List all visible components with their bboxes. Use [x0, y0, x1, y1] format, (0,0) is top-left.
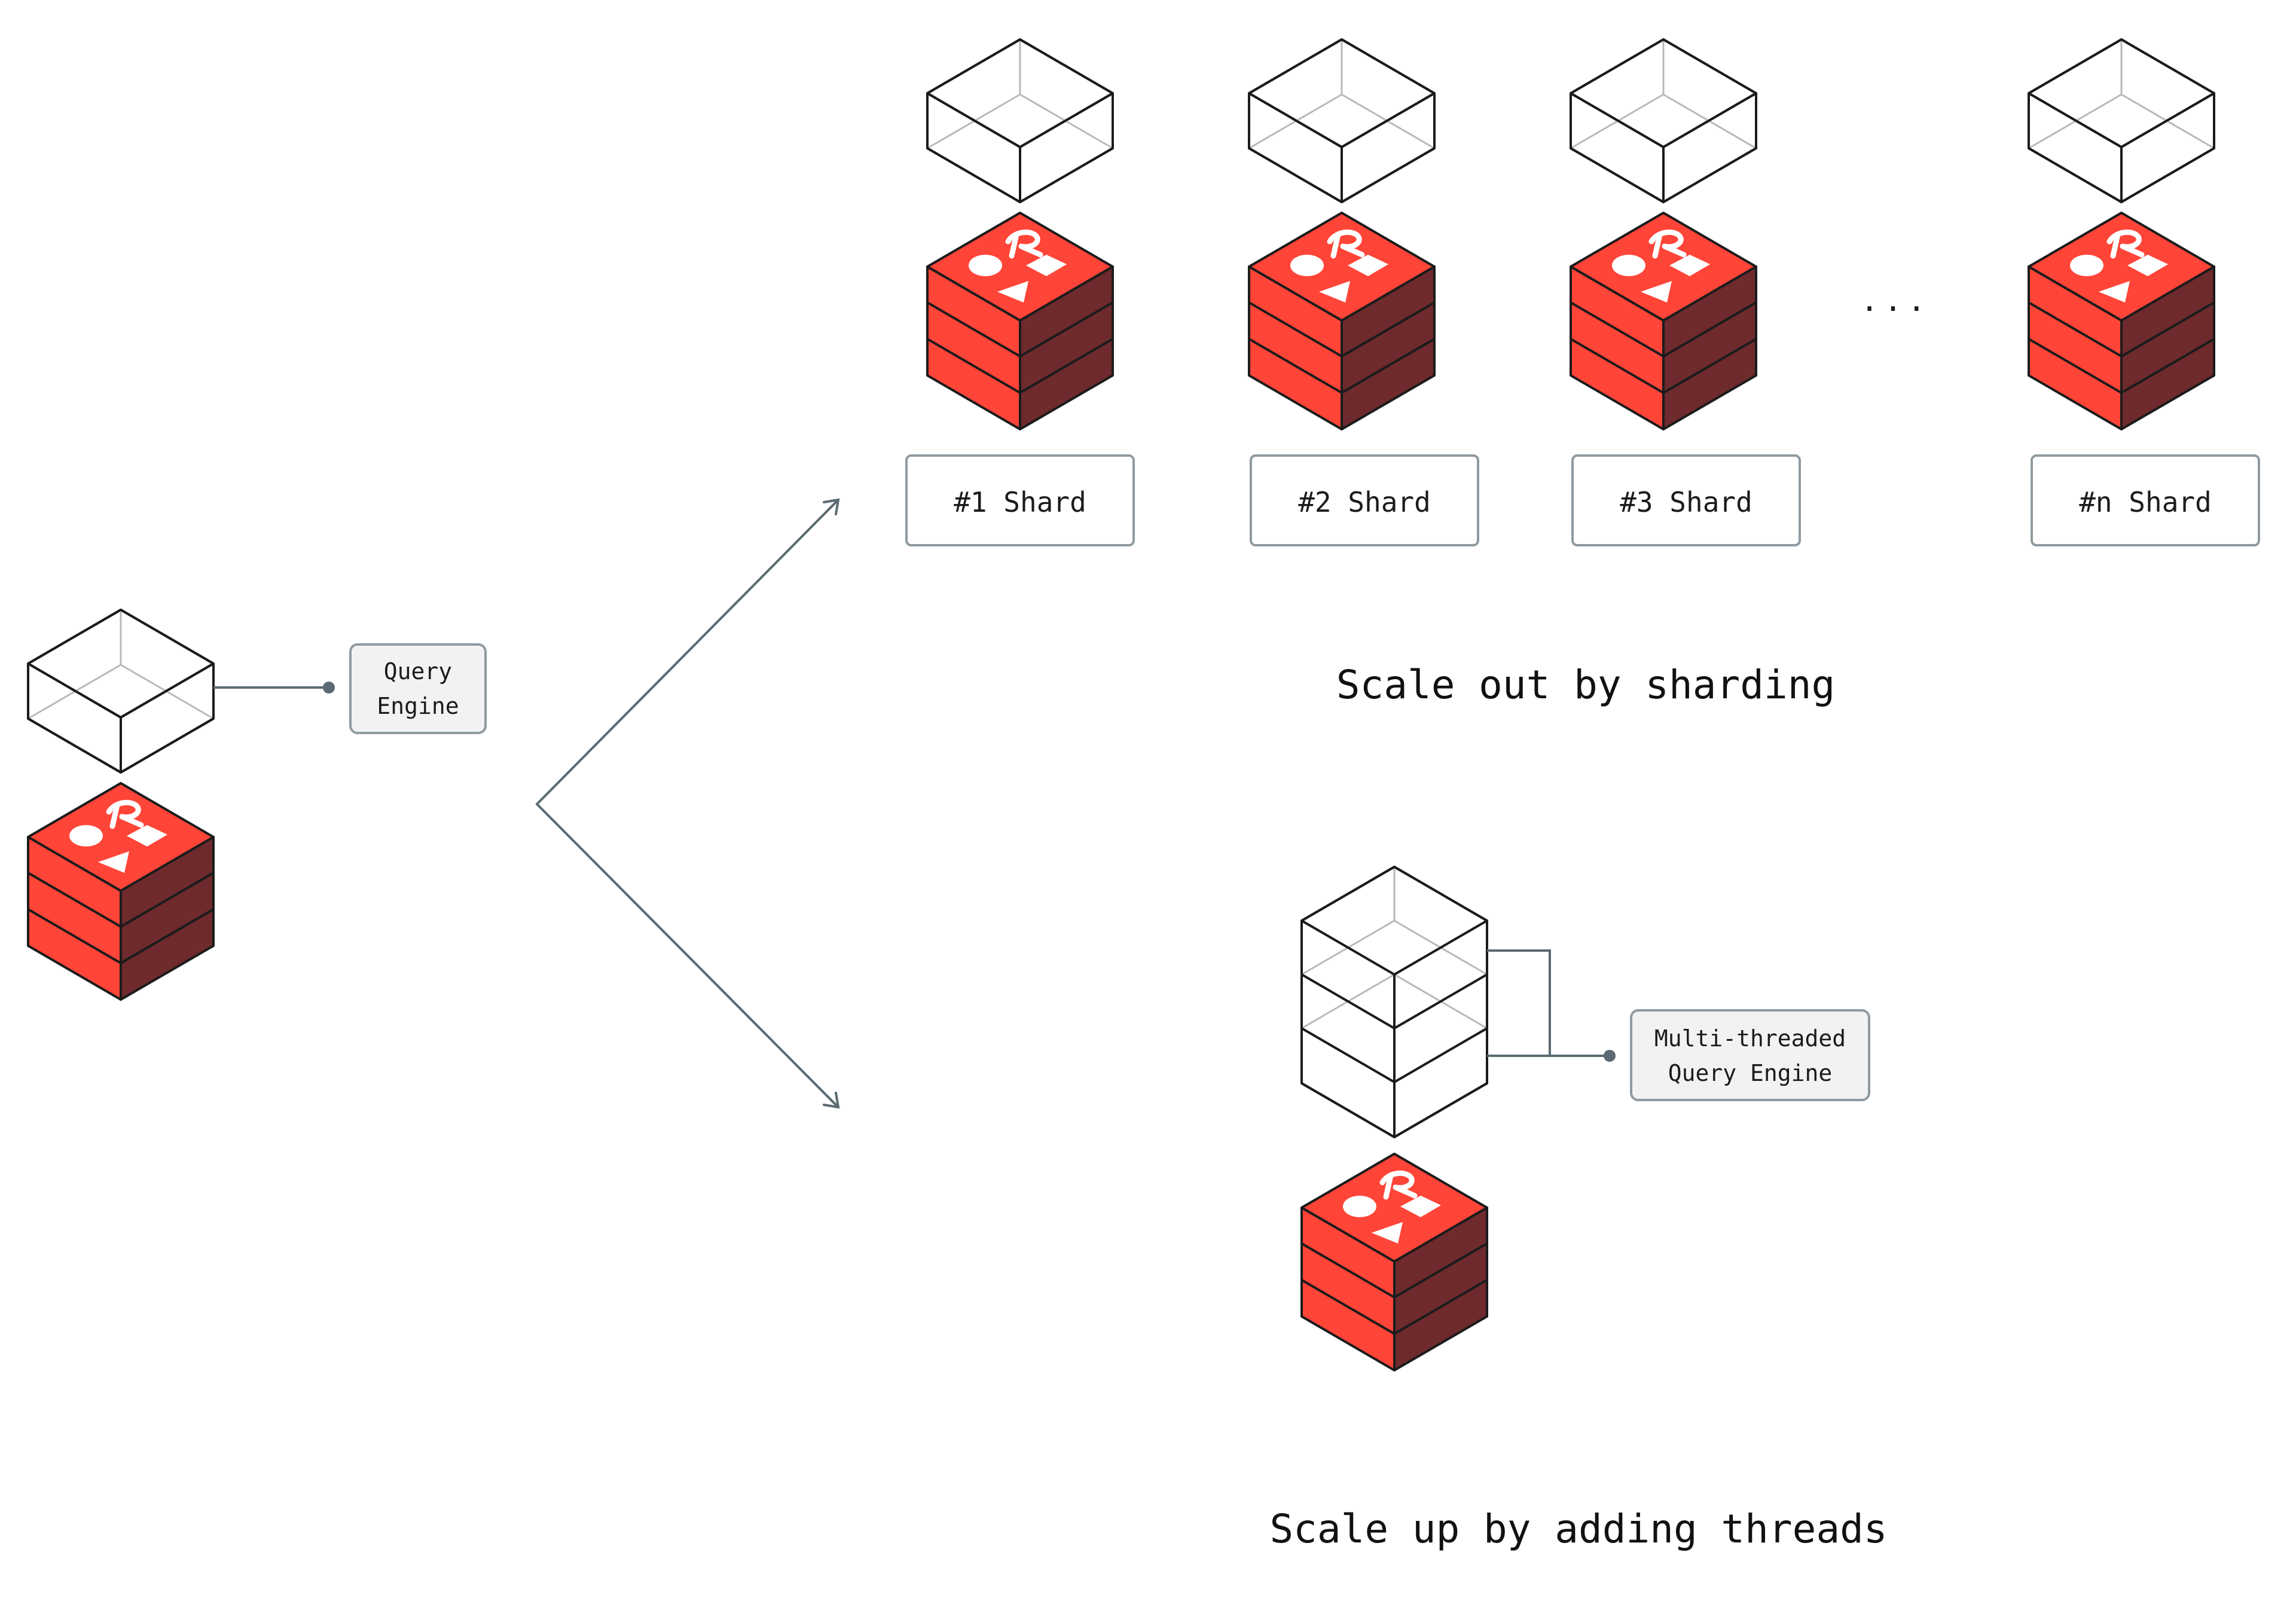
shard2-label-box: [1250, 454, 1479, 546]
shard1-redis-cube-icon: [927, 213, 1113, 429]
sharding-caption: Scale out by sharding: [1336, 662, 1835, 708]
query-engine-label-line2: Engine: [377, 693, 459, 719]
multi-threaded-label-line2: Query Engine: [1668, 1060, 1833, 1086]
shardn-label-box: [2031, 454, 2260, 546]
query-engine-label-box: [349, 643, 487, 734]
shard2-engine-box-icon: [1248, 38, 1436, 203]
threads-connector-dot: [1604, 1050, 1616, 1062]
threads-caption: Scale up by adding threads: [1269, 1506, 1887, 1552]
shard3-label-box: [1571, 454, 1801, 546]
shardn-engine-box-icon: [2028, 38, 2215, 203]
shardn-redis-cube-icon: [2029, 213, 2214, 429]
sharding-group: ... #1 Shard #2 Shard #3 Shard #n Shard …: [905, 38, 2260, 708]
shard1-label-box: [905, 454, 1135, 546]
query-engine-box-icon: [27, 609, 215, 774]
redis-cube-icon: [28, 783, 213, 1000]
threads-redis-cube-icon: [1302, 1154, 1487, 1370]
shard3-redis-cube-icon: [1571, 213, 1756, 429]
shard-ellipsis: ...: [1860, 283, 1931, 319]
arrow-up-head: [823, 498, 840, 515]
single-node: Query Engine: [27, 609, 487, 1000]
branch-arrows: [536, 498, 840, 1109]
shard1-label: #1 Shard: [954, 486, 1086, 518]
shard2-label: #2 Shard: [1298, 486, 1431, 518]
arrow-down-line: [536, 803, 838, 1107]
query-engine-label-line1: Query: [384, 658, 452, 685]
shard2-redis-cube-icon: [1249, 213, 1434, 429]
shard3-label: #3 Shard: [1620, 486, 1752, 518]
arrow-up-line: [536, 500, 838, 805]
threads-connector-line: [1487, 949, 1608, 1057]
connector-dot: [323, 682, 335, 693]
shardn-label: #n Shard: [2079, 486, 2212, 518]
multi-threaded-label-box: [1630, 1009, 1870, 1101]
threads-group: Multi-threaded Query Engine Scale up by …: [1269, 866, 1888, 1552]
arrow-down-head: [823, 1092, 840, 1109]
multi-engine-stack-icon: [1300, 866, 1488, 1138]
shard3-engine-box-icon: [1570, 38, 1757, 203]
multi-threaded-label-line1: Multi-threaded: [1654, 1025, 1846, 1052]
shard1-engine-box-icon: [926, 38, 1114, 203]
